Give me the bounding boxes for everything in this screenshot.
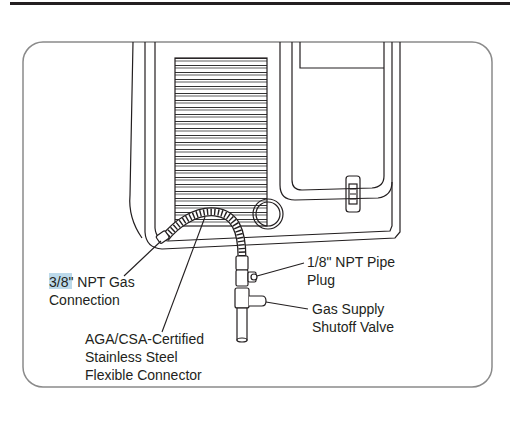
vent-louvres xyxy=(175,58,267,226)
exhaust-outlet xyxy=(253,199,283,229)
plug-head xyxy=(251,274,257,280)
union-nut xyxy=(236,256,248,270)
access-panel-inner xyxy=(292,42,384,190)
pipe-plug xyxy=(248,272,256,282)
frame xyxy=(23,42,492,387)
terminal-block xyxy=(346,176,360,212)
hose-fill xyxy=(165,212,242,258)
valve-assembly xyxy=(235,256,266,342)
callout-label: Gas Supply Shutoff Valve xyxy=(312,300,422,336)
terminal-lines xyxy=(350,189,356,199)
inner-panel xyxy=(155,42,392,241)
pipe-tee xyxy=(236,270,248,286)
leader-line xyxy=(124,241,161,276)
dryer-body xyxy=(130,42,400,249)
terminal-slot xyxy=(349,184,357,204)
panel-top xyxy=(300,42,384,68)
leader-line xyxy=(266,302,308,309)
side-edge xyxy=(130,42,142,238)
leader-line xyxy=(162,217,205,332)
exhaust-outlet-inner xyxy=(256,202,280,226)
hose-corrugation xyxy=(165,212,242,258)
supply-pipe xyxy=(237,308,247,340)
hose-outline xyxy=(165,212,242,258)
pipe-end xyxy=(237,338,247,342)
callout-label: AGA/CSA-Certified Stainless Steel Flexib… xyxy=(85,330,220,384)
leader-lines xyxy=(124,217,308,332)
hose-fitting xyxy=(156,230,170,244)
callout-label: 1/8" NPT Pipe Plug xyxy=(307,253,417,289)
valve-handle xyxy=(249,296,266,306)
valve-body xyxy=(235,288,249,308)
top-rule xyxy=(10,2,510,5)
access-panel xyxy=(280,42,392,200)
callout-label: 3/8" NPT Gas Connection xyxy=(49,273,154,309)
leader-line xyxy=(257,263,304,276)
